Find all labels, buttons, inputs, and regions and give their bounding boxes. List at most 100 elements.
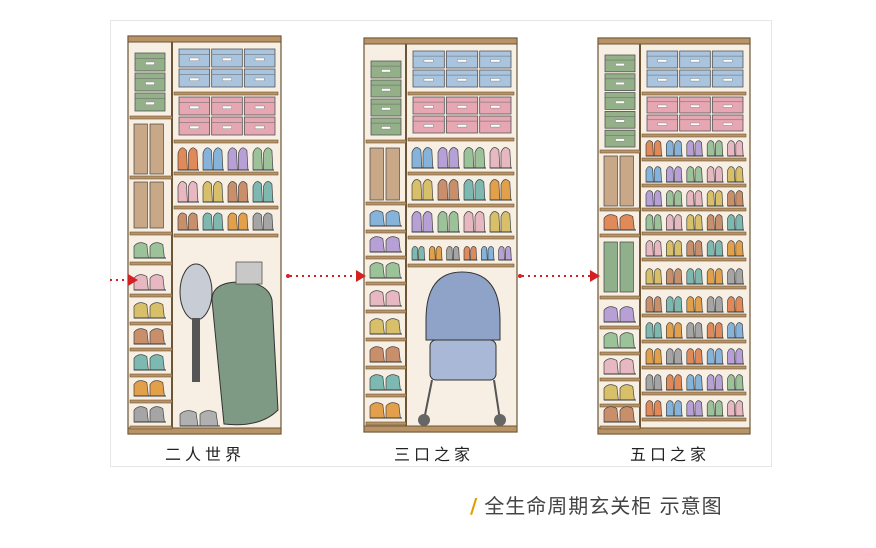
shelf bbox=[641, 391, 747, 396]
base-board bbox=[127, 427, 282, 435]
shoe-pair-icon bbox=[603, 358, 636, 375]
shelf bbox=[365, 309, 407, 314]
shoe-box-icon bbox=[445, 50, 479, 69]
shelf bbox=[365, 393, 407, 398]
shelf bbox=[599, 351, 641, 356]
shoe-box-icon bbox=[711, 114, 744, 132]
shoe-pair-icon bbox=[706, 374, 724, 391]
shelf bbox=[365, 229, 407, 234]
shoe-pair-icon bbox=[603, 406, 636, 423]
shoe-box-icon bbox=[243, 96, 276, 116]
shoe-box-icon bbox=[679, 96, 711, 114]
shoe-pair-icon bbox=[706, 268, 724, 285]
shoe-pair-icon bbox=[686, 214, 704, 231]
shelf bbox=[641, 133, 747, 138]
shelf bbox=[173, 233, 279, 238]
shoe-pair-icon bbox=[666, 166, 683, 183]
shoe-pair-icon bbox=[133, 328, 166, 345]
shoe-pair-icon bbox=[202, 147, 224, 171]
shoe-box-icon bbox=[679, 50, 711, 69]
shelf bbox=[129, 425, 173, 430]
shoe-pair-icon bbox=[133, 274, 166, 291]
shelf bbox=[641, 157, 747, 162]
shoe-pair-icon bbox=[645, 400, 663, 417]
illustration-frame bbox=[110, 20, 772, 467]
shoe-pair-icon bbox=[369, 374, 402, 391]
shoe-box-icon bbox=[178, 48, 211, 68]
shoe-pair-icon bbox=[177, 147, 199, 171]
boot-icon bbox=[603, 155, 634, 207]
shoe-pair-icon bbox=[706, 296, 724, 313]
shelf bbox=[129, 293, 173, 298]
shoe-pair-icon bbox=[202, 181, 224, 203]
shoe-pair-icon bbox=[463, 246, 478, 261]
shelf bbox=[129, 175, 173, 180]
shoe-box-icon bbox=[370, 117, 402, 136]
shelf bbox=[641, 313, 747, 318]
shoe-pair-icon bbox=[603, 384, 636, 401]
shelf bbox=[173, 205, 279, 210]
shoe-pair-icon bbox=[369, 346, 402, 363]
shoe-pair-icon bbox=[369, 290, 402, 307]
shoe-pair-icon bbox=[133, 302, 166, 319]
shelf bbox=[599, 149, 641, 154]
shoe-box-icon bbox=[604, 54, 636, 73]
shoe-pair-icon bbox=[666, 322, 683, 339]
shoe-pair-icon bbox=[369, 262, 402, 279]
shoe-pair-icon bbox=[706, 322, 724, 339]
shoe-box-icon bbox=[604, 73, 636, 92]
shelf bbox=[173, 139, 279, 144]
shelf bbox=[365, 201, 407, 206]
shelf bbox=[641, 417, 747, 422]
shoe-box-icon bbox=[679, 114, 711, 132]
shoe-pair-icon bbox=[706, 190, 724, 207]
base-board bbox=[363, 425, 518, 433]
shoe-box-icon bbox=[445, 96, 479, 115]
shoe-pair-icon bbox=[252, 147, 274, 171]
shoe-box-icon bbox=[412, 115, 445, 134]
shelf bbox=[599, 325, 641, 330]
shelf bbox=[129, 261, 173, 266]
shelf bbox=[407, 203, 515, 208]
shelf bbox=[129, 321, 173, 326]
shelf bbox=[365, 421, 407, 426]
shoe-pair-icon bbox=[727, 322, 744, 339]
shoe-box-icon bbox=[370, 60, 402, 79]
shoe-pair-icon bbox=[666, 348, 683, 365]
shelf bbox=[129, 347, 173, 352]
shoe-box-icon bbox=[211, 68, 243, 88]
shelf bbox=[173, 91, 279, 96]
shoe-pair-icon bbox=[645, 268, 663, 285]
shoe-pair-icon bbox=[177, 212, 199, 231]
cabinet-two-person bbox=[127, 35, 282, 435]
shoe-pair-icon bbox=[437, 179, 460, 201]
shoe-pair-icon bbox=[686, 400, 704, 417]
base-board bbox=[597, 427, 751, 435]
shoe-pair-icon bbox=[686, 268, 704, 285]
shoe-pair-icon bbox=[666, 374, 683, 391]
tennis-racket-icon bbox=[179, 263, 213, 382]
shoe-box-icon bbox=[178, 116, 211, 136]
shoe-pair-icon bbox=[645, 190, 663, 207]
shelf bbox=[599, 377, 641, 382]
shoe-box-icon bbox=[679, 69, 711, 88]
shoe-box-icon bbox=[134, 52, 166, 72]
shoe-box-icon bbox=[134, 72, 166, 92]
shoe-box-icon bbox=[243, 68, 276, 88]
shoe-pair-icon bbox=[727, 240, 744, 257]
arrow-right-icon bbox=[110, 274, 138, 286]
shoe-pair-icon bbox=[686, 190, 704, 207]
shoe-pair-icon bbox=[202, 212, 224, 231]
shoe-pair-icon bbox=[645, 166, 663, 183]
shelf bbox=[641, 91, 747, 96]
shoe-pair-icon bbox=[603, 214, 636, 231]
shoe-box-icon bbox=[412, 69, 445, 88]
shelf bbox=[173, 171, 279, 176]
caption-slash-icon: / bbox=[470, 494, 479, 518]
shoe-pair-icon bbox=[227, 212, 249, 231]
shoe-pair-icon bbox=[686, 166, 704, 183]
shoe-pair-icon bbox=[369, 236, 402, 253]
shoe-pair-icon bbox=[727, 400, 744, 417]
shoe-pair-icon bbox=[227, 147, 249, 171]
